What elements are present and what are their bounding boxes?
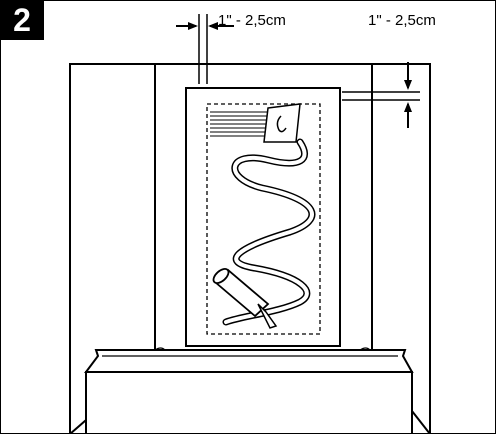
trowel-icon (210, 103, 301, 143)
adhesive-perimeter (206, 103, 321, 335)
caulk-tube-icon (212, 268, 278, 329)
arrow-left-in-head (188, 22, 198, 30)
arrow-up-head (404, 102, 412, 112)
arrow-right-in-head (208, 22, 218, 30)
top-gap-dimension-label: 1" - 2,5cm (368, 12, 436, 29)
bathtub-icon (84, 347, 414, 434)
left-gap-dimension-label: 1" - 2,5cm (218, 12, 286, 29)
arrow-down-head (404, 80, 412, 90)
step-number-badge: 2 (0, 0, 44, 40)
